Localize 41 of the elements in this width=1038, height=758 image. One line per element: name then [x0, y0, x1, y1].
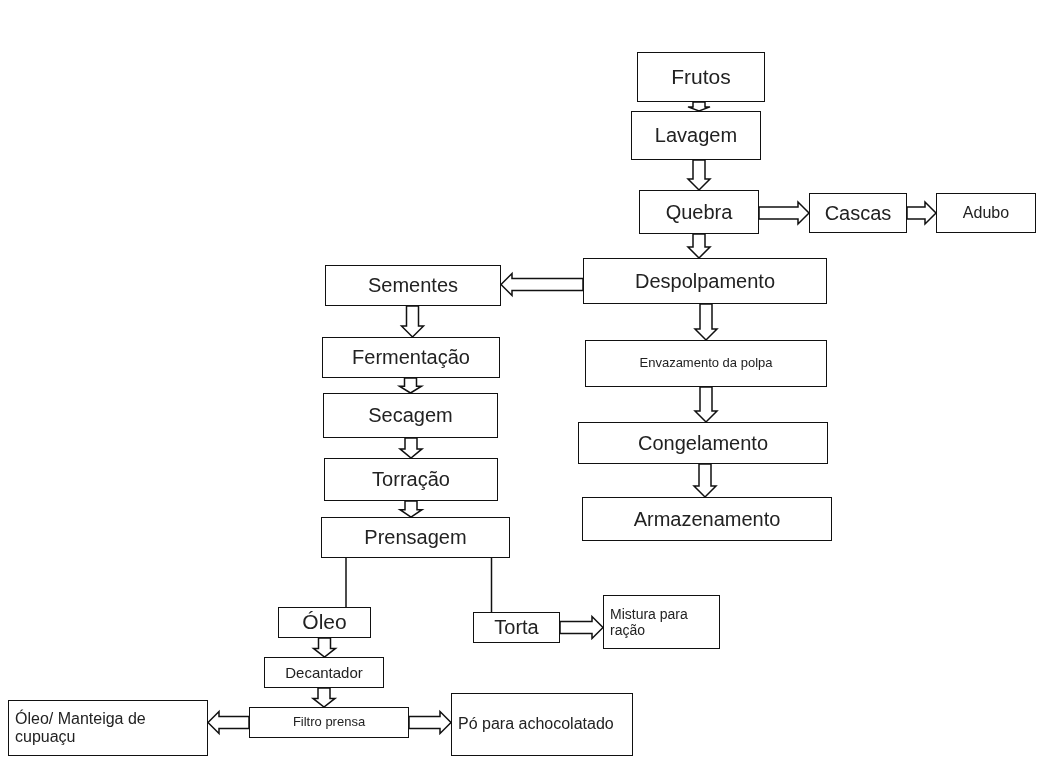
process-box: Mistura para ração [603, 595, 720, 649]
process-box: Pó para achocolatado [451, 693, 633, 756]
block-arrow [692, 463, 718, 499]
connector-line [490, 557, 493, 613]
block-arrow [559, 614, 605, 641]
connector-line [345, 557, 347, 608]
process-box: Decantador [264, 657, 384, 688]
process-box: Prensagem [321, 517, 510, 558]
block-arrow [693, 386, 719, 424]
block-arrow [397, 500, 425, 518]
process-box: Óleo/ Manteiga de cupuaçu [8, 700, 208, 756]
process-box: Secagem [323, 393, 498, 438]
process-box: Cascas [809, 193, 907, 233]
process-box: Adubo [936, 193, 1036, 233]
process-box: Sementes [325, 265, 501, 306]
block-arrow [206, 709, 250, 736]
block-arrow [758, 200, 811, 226]
process-box: Armazenamento [582, 497, 832, 541]
block-arrow [399, 305, 426, 339]
block-arrow [397, 437, 425, 459]
process-box: Óleo [278, 607, 371, 638]
block-arrow [693, 303, 719, 342]
block-arrow [311, 637, 338, 658]
process-box: Quebra [639, 190, 759, 234]
block-arrow [686, 159, 712, 192]
block-arrow [906, 200, 938, 226]
block-arrow [408, 709, 453, 736]
process-box: Lavagem [631, 111, 761, 160]
process-box: Congelamento [578, 422, 828, 464]
process-box: Fermentação [322, 337, 500, 378]
process-box: Torração [324, 458, 498, 501]
block-arrow [310, 687, 338, 708]
process-box: Frutos [637, 52, 765, 102]
process-box: Filtro prensa [249, 707, 409, 738]
block-arrow [686, 233, 712, 260]
process-box: Torta [473, 612, 560, 643]
process-box: Despolpamento [583, 258, 827, 304]
block-arrow [499, 271, 584, 298]
block-arrow [687, 101, 711, 112]
block-arrow [396, 377, 425, 394]
process-box: Envazamento da polpa [585, 340, 827, 387]
